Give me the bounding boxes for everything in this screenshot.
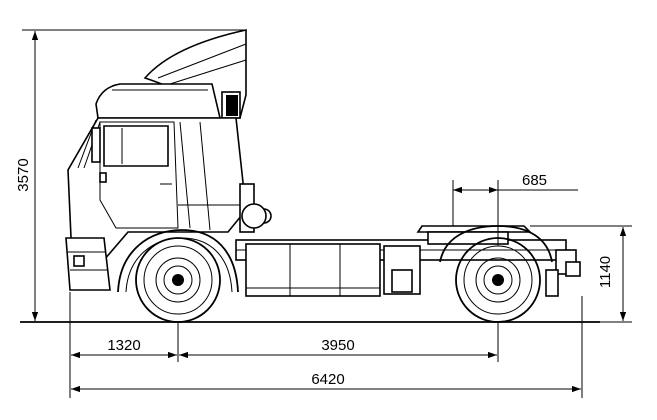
dimension-front-overhang: 1320 bbox=[71, 337, 177, 359]
front-wheel bbox=[135, 237, 221, 323]
dimension-wheelbase: 3950 bbox=[179, 337, 497, 359]
dimension-fifth-wheel-height: 1140 bbox=[530, 225, 632, 323]
wheelbase-label: 3950 bbox=[321, 337, 354, 354]
overall-height-label: 3570 bbox=[15, 158, 32, 191]
dimension-fifth-wheel-offset: 685 bbox=[452, 172, 578, 246]
overall-length-label: 6420 bbox=[311, 371, 344, 388]
fifth-wheel-offset-label: 685 bbox=[522, 172, 547, 189]
fifth-wheel-height-label: 1140 bbox=[597, 256, 614, 288]
tractor-truck-outline bbox=[65, 29, 581, 297]
dimension-overall-length: 6420 bbox=[71, 371, 581, 393]
dimension-extension-lines bbox=[69, 292, 583, 398]
front-overhang-label: 1320 bbox=[107, 337, 140, 354]
dimension-overall-height: 3570 bbox=[15, 29, 246, 321]
